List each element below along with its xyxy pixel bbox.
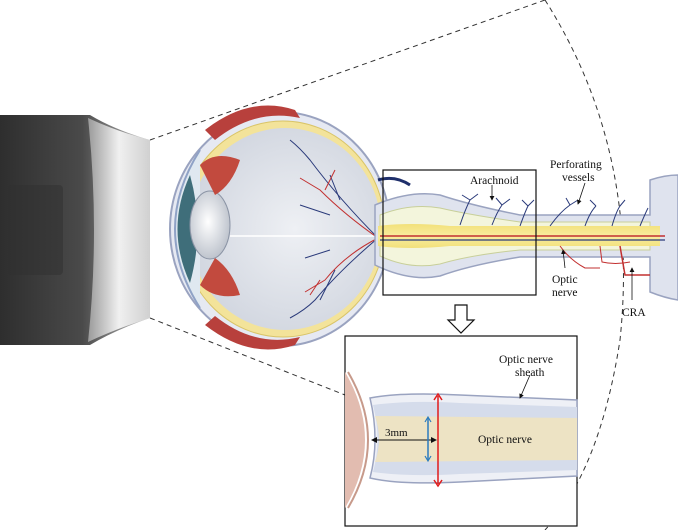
label-optic-nerve-line1: Optic (552, 274, 578, 286)
ultrasound-probe (0, 115, 150, 345)
label-optic-nerve-line2: nerve (552, 287, 578, 299)
leader-lines (489, 182, 635, 399)
retinal-vessels (289, 139, 411, 319)
label-measurement-3mm: 3mm (385, 427, 408, 439)
label-sheath-line1: Optic nerve (499, 354, 553, 366)
optic-nerve (374, 174, 678, 301)
ultrasound-beam (149, 0, 624, 530)
eye-globe (169, 105, 391, 350)
label-perforating-line2: vessels (562, 172, 595, 184)
perforating-vessels (459, 193, 650, 276)
label-sheath-line2: sheath (515, 367, 545, 379)
inset-panel (344, 335, 578, 527)
label-arachnoid: Arachnoid (470, 175, 519, 187)
label-perforating-line1: Perforating (550, 159, 602, 171)
zoom-arrow (446, 304, 476, 334)
label-inset-optic-nerve: Optic nerve (478, 434, 532, 446)
zoom-region-box (382, 169, 537, 296)
label-cra: CRA (622, 307, 646, 319)
